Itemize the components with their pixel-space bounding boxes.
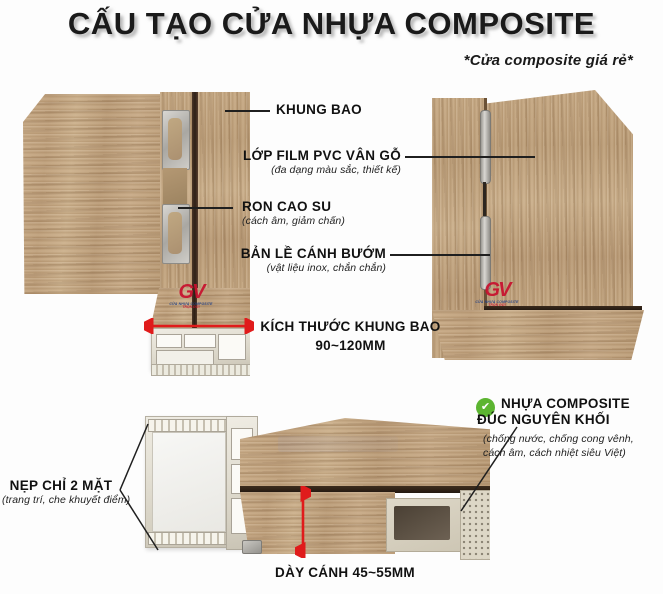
- callout-rubber-gasket-note: (cách âm, giảm chấn): [242, 215, 345, 228]
- pvc-ribs: [151, 364, 250, 376]
- hinge-plate-lower-cut: [168, 212, 182, 254]
- leader-lines-trim: [119, 423, 159, 551]
- hardware-bracket: [242, 540, 262, 554]
- frame-outer-left: [198, 92, 250, 290]
- callout-trim: NẸP CHỈ 2 MẶT (trang trí, che khuyết điể…: [2, 478, 131, 508]
- right-photo-hinge-upper: [480, 110, 491, 184]
- watermark-initials: GV: [178, 281, 206, 303]
- callout-trim-note: (trang trí, che khuyết điểm): [2, 494, 131, 507]
- callout-leaf-thickness: DÀY CÁNH 45~55MM: [230, 565, 460, 581]
- wood-slab-upper: [240, 418, 490, 488]
- leader-line-gasket: [178, 207, 233, 209]
- gasket-groove: [192, 92, 198, 302]
- pvc-chamber-c: [218, 334, 246, 360]
- cross-section-reveal: [240, 486, 490, 493]
- callout-pvc-film: LỚP FILM PVC VÂN GỖ (đa dạng màu sắc, th…: [236, 148, 401, 178]
- hinge-plate-upper-cut: [168, 118, 182, 160]
- pvc-chamber-d: [156, 350, 214, 365]
- page-title: CẤU TẠO CỬA NHỰA COMPOSITE: [67, 6, 596, 41]
- composite-core-hollow: [394, 506, 450, 540]
- callout-rubber-gasket: RON CAO SU (cách âm, giảm chấn): [242, 199, 345, 229]
- pvc-chamber-a: [156, 334, 182, 348]
- callout-frame: KHUNG BAO: [276, 102, 362, 118]
- watermark-line2: CỬA NHỰA COMPOSITE: [169, 302, 213, 306]
- callout-frame-title: KHUNG BAO: [276, 102, 362, 117]
- gasket-line-lower: [192, 288, 197, 346]
- leader-line-pvc-film: [405, 156, 535, 158]
- callout-rubber-gasket-title: RON CAO SU: [242, 199, 332, 214]
- photo-door-open-left: GV CỬA NHỰA COMPOSITE TRỌN ĐỜI: [20, 92, 250, 382]
- leaf-thickness-arrow: [295, 486, 311, 558]
- callout-composite: NHỰA COMPOSITE ĐÚC NGUYÊN KHỐI (chống nư…: [477, 396, 634, 460]
- right-photo-hinge-pin: [483, 182, 486, 216]
- watermark-line3-2: TRỌN ĐỜI: [488, 303, 506, 308]
- check-glyph: ✔: [480, 401, 491, 413]
- watermark-text-faint: [278, 436, 398, 452]
- callout-composite-title-1: NHỰA COMPOSITE: [501, 396, 630, 411]
- callout-frame-size-value: 90~120MM: [315, 338, 386, 354]
- leader-line-hinge: [390, 254, 490, 256]
- watermark-line2-2: CỬA NHỰA COMPOSITE: [475, 300, 519, 304]
- callout-composite-note-2: cách âm, cách nhiệt siêu Việt): [483, 446, 626, 459]
- callout-pvc-film-title: LỚP FILM PVC VÂN GỖ: [243, 148, 401, 163]
- right-photo-hinge-lower: [480, 216, 491, 290]
- leader-line-composite: [460, 426, 518, 512]
- watermark-initials-2: GV: [484, 279, 512, 301]
- photo-door-corner-right: GV CỬA NHỰA COMPOSITE TRỌN ĐỜI: [424, 88, 663, 384]
- photo-cross-section: [130, 388, 490, 568]
- callout-butterfly-hinge: BẢN LỀ CÁNH BƯỚM (vật liệu inox, chắn ch…: [228, 246, 386, 276]
- watermark-logo-right: GV CỬA NHỰA COMPOSITE TRỌN ĐỜI: [472, 280, 522, 308]
- callout-frame-size: KÍCH THƯỚC KHUNG BAO 90~120MM: [258, 319, 443, 355]
- callout-pvc-film-note: (đa dạng màu sắc, thiết kế): [271, 164, 401, 177]
- pvc-panel-face: [152, 432, 226, 532]
- leader-line-frame: [225, 110, 270, 112]
- callout-butterfly-hinge-note: (vật liệu inox, chắn chắn): [266, 262, 386, 275]
- right-photo-door-leaf: [487, 90, 633, 312]
- callout-composite-note-1: (chống nước, chống cong vênh,: [483, 432, 634, 445]
- watermark-logo-left: GV CỬA NHỰA COMPOSITE TRỌN ĐỜI: [165, 282, 217, 310]
- frame-width-arrow: [144, 318, 254, 334]
- check-circle-icon: ✔: [476, 398, 495, 417]
- right-photo-sill: [432, 310, 644, 360]
- callout-frame-size-title: KÍCH THƯỚC KHUNG BAO: [260, 319, 441, 334]
- callout-leaf-thickness-title: DÀY CÁNH 45~55MM: [275, 565, 415, 580]
- watermark-line3: TRỌN ĐỜI: [182, 305, 200, 310]
- callout-trim-title: NẸP CHỈ 2 MẶT: [9, 478, 113, 493]
- wood-slab-lower: [240, 492, 395, 554]
- pvc-chamber-b: [184, 334, 216, 348]
- callout-composite-title-2: ĐÚC NGUYÊN KHỐI: [477, 412, 610, 428]
- composite-perforated-cap: [460, 490, 490, 560]
- door-leaf-swung: [23, 94, 161, 294]
- page-subtitle: *Cửa composite giá rẻ*: [463, 52, 633, 69]
- right-photo-reveal: [484, 306, 642, 311]
- callout-butterfly-hinge-title: BẢN LỀ CÁNH BƯỚM: [240, 246, 386, 261]
- hinge-strip-middle: [163, 168, 187, 204]
